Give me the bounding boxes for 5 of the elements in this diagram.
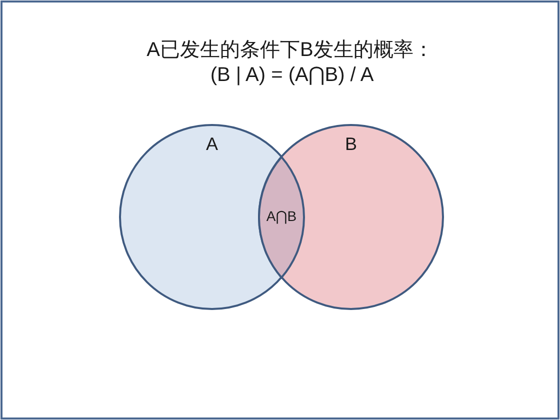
title: A已发生的条件下B发生的概率： bbox=[146, 38, 434, 62]
set-label: B bbox=[345, 135, 357, 155]
set-label: A bbox=[206, 135, 218, 155]
formula: (B | A) = (A⋂B) / A bbox=[210, 63, 374, 87]
intersection-label: A⋂B bbox=[266, 208, 297, 224]
